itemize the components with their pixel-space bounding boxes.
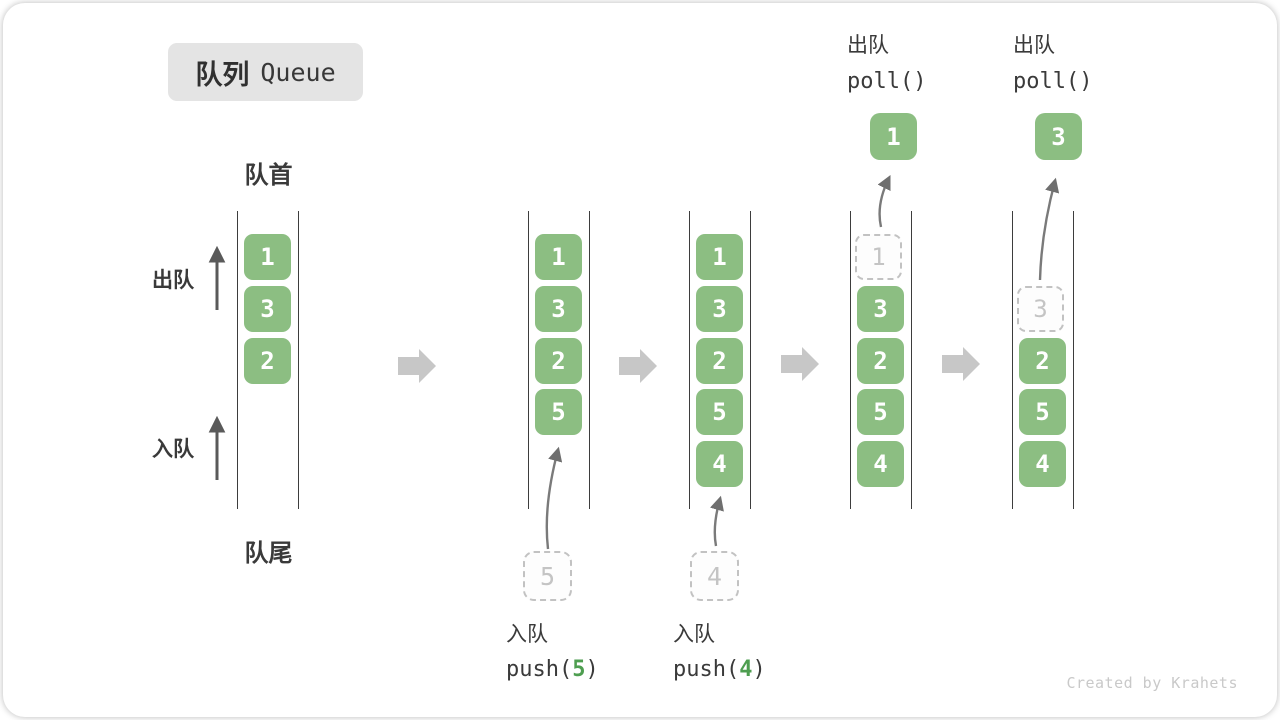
- queue-column: 1 3 2 5: [528, 211, 590, 509]
- poll-caption-action: 出队: [847, 34, 889, 57]
- push-caption-code: push(5): [506, 657, 599, 682]
- queue-item: 4: [1019, 441, 1066, 487]
- queue-column: 3 2 5 4: [1012, 211, 1074, 509]
- diagram-card: [3, 3, 1277, 717]
- queue-column: 1 3 2 5 4: [850, 211, 912, 509]
- queue-item: 5: [1019, 389, 1066, 435]
- push-arg: 5: [572, 657, 586, 682]
- queue-item: 1: [244, 234, 291, 280]
- push-caption-action: 入队: [673, 623, 715, 646]
- push-caption-action: 入队: [506, 623, 548, 646]
- push-caption: 入队 push(4): [673, 618, 766, 682]
- queue-item: 4: [696, 441, 743, 487]
- queue-item: 3: [696, 286, 743, 332]
- queue-item: 2: [244, 338, 291, 384]
- poll-caption-code: poll(): [847, 69, 927, 94]
- queue-item: 5: [857, 389, 904, 435]
- push-caption-code: push(4): [673, 657, 766, 682]
- title-zh: 队列: [195, 59, 250, 90]
- queue-item: 2: [535, 338, 582, 384]
- polled-item: 3: [1035, 113, 1082, 160]
- queue-item: 1: [535, 234, 582, 280]
- queue-item-dashed: 3: [1017, 286, 1064, 332]
- pending-item: 5: [523, 551, 572, 601]
- queue-item: 3: [535, 286, 582, 332]
- poll-caption: 出队 poll(): [847, 29, 926, 94]
- poll-caption-action: 出队: [1013, 34, 1055, 57]
- label-queue-rear: 队尾: [244, 540, 293, 567]
- label-enqueue: 入队: [152, 438, 194, 461]
- push-arg: 4: [739, 657, 753, 682]
- pending-item: 4: [690, 551, 739, 601]
- title-badge: 队列 Queue: [168, 43, 363, 101]
- queue-item: 4: [857, 441, 904, 487]
- poll-caption-code: poll(): [1013, 69, 1093, 94]
- title-en: Queue: [260, 57, 336, 87]
- label-queue-front: 队首: [244, 162, 293, 189]
- queue-item: 2: [696, 338, 743, 384]
- push-caption: 入队 push(5): [506, 618, 599, 682]
- queue-column: 1 3 2: [237, 211, 299, 509]
- polled-item: 1: [870, 113, 917, 160]
- queue-item-dashed: 1: [855, 234, 902, 280]
- queue-item: 5: [696, 389, 743, 435]
- queue-item: 3: [857, 286, 904, 332]
- queue-item: 5: [535, 389, 582, 435]
- queue-item: 3: [244, 286, 291, 332]
- label-dequeue: 出队: [152, 269, 194, 292]
- queue-item: 2: [1019, 338, 1066, 384]
- queue-item: 1: [696, 234, 743, 280]
- queue-item: 2: [857, 338, 904, 384]
- poll-caption: 出队 poll(): [1013, 29, 1092, 94]
- queue-column: 1 3 2 5 4: [689, 211, 751, 509]
- watermark: Created by Krahets: [1066, 674, 1238, 692]
